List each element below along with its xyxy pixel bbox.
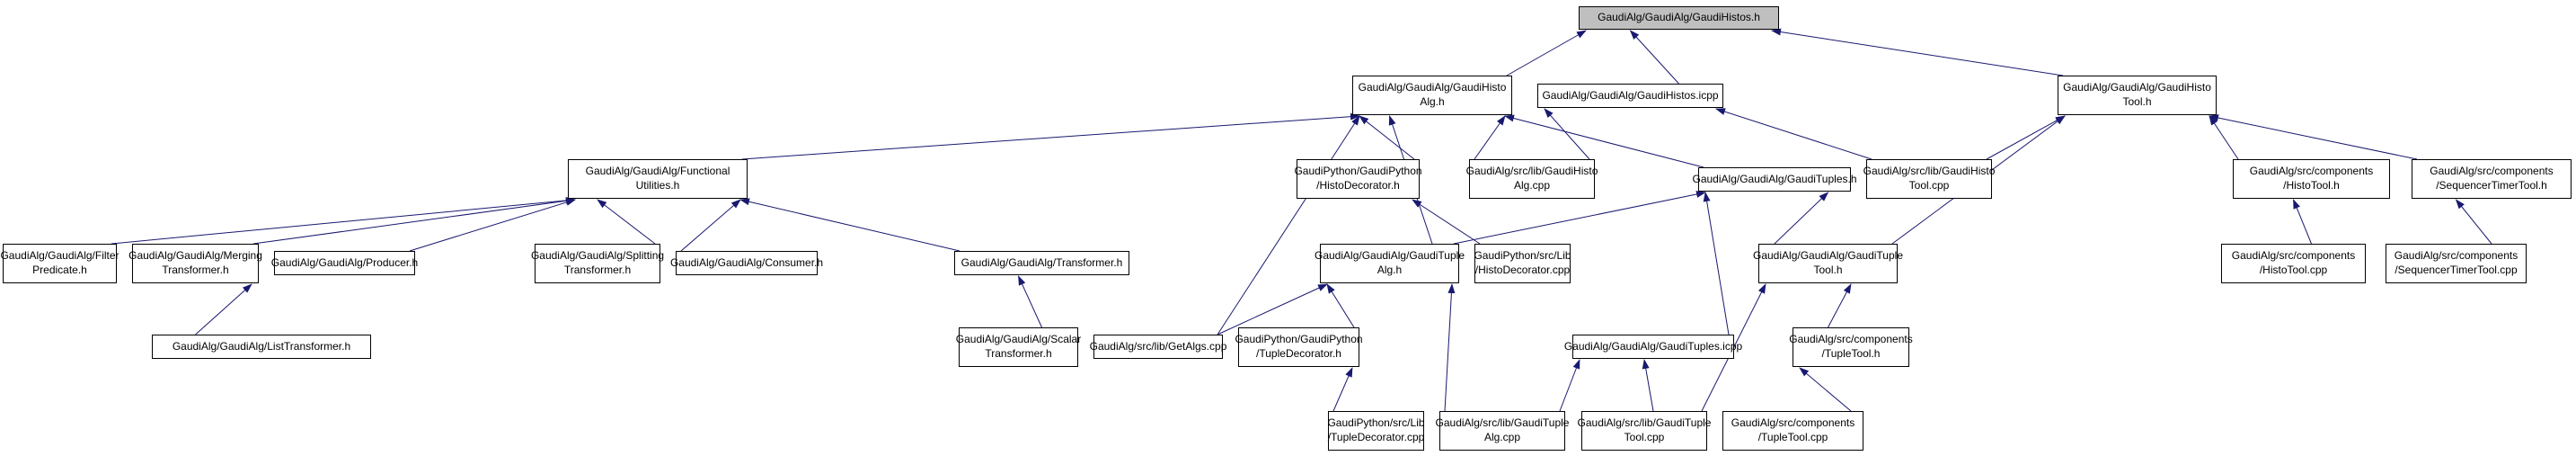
- edge-N6-N2: [1544, 108, 1590, 160]
- graph-node-N12[interactable]: GaudiAlg/GaudiAlg/Merging Transformer.h: [128, 244, 262, 283]
- graph-node-N26[interactable]: GaudiAlg/GaudiAlg/GaudiTuples.icpp: [1564, 335, 1742, 359]
- graph-node-N25[interactable]: GaudiPython/GaudiPython /TupleDecorator.…: [1235, 327, 1363, 367]
- edge-N5-N1: [1359, 115, 1415, 160]
- graph-node-N21[interactable]: GaudiAlg/src/components /SequencerTimerT…: [2386, 244, 2527, 283]
- edge-N9-N3: [2209, 115, 2239, 160]
- edge-N19-N7: [1774, 192, 1829, 245]
- edge-N26-N7: [1703, 192, 1730, 335]
- graph-node-N3[interactable]: GaudiAlg/GaudiAlg/GaudiHisto Tool.h: [2058, 76, 2217, 115]
- edge-N20-N9: [2293, 199, 2312, 245]
- graph-node-N6[interactable]: GaudiAlg/src/lib/GaudiHisto Alg.cpp: [1466, 159, 1598, 199]
- edge-N30-N26: [1642, 359, 1654, 412]
- edge-N2-N0: [1629, 30, 1679, 85]
- graph-node-N14[interactable]: GaudiAlg/GaudiAlg/Splitting Transformer.…: [531, 244, 664, 283]
- edge-N12-N4: [252, 197, 576, 245]
- edge-N29-N26: [1559, 359, 1580, 412]
- graph-node-N13[interactable]: GaudiAlg/GaudiAlg/Producer.h: [271, 251, 418, 275]
- graph-node-N5[interactable]: GaudiPython/GaudiPython /HistoDecorator.…: [1294, 159, 1422, 199]
- edge-N1-N0: [1506, 30, 1587, 76]
- graph-node-N2[interactable]: GaudiAlg/GaudiAlg/GaudiHistos.icpp: [1537, 84, 1723, 108]
- edge-N17-N7: [1453, 191, 1706, 245]
- edge-N6-N1: [1474, 115, 1506, 160]
- graph-node-N17[interactable]: GaudiAlg/GaudiAlg/GaudiTuple Alg.h: [1315, 244, 1465, 283]
- edge-N27-N19: [1828, 283, 1852, 328]
- graph-node-N11[interactable]: GaudiAlg/GaudiAlg/Filter Predicate.h: [0, 244, 120, 283]
- edge-N24-N1: [1217, 115, 1360, 335]
- graph-node-N23[interactable]: GaudiAlg/GaudiAlg/Scalar Transformer.h: [956, 327, 1081, 367]
- graph-node-N18[interactable]: GaudiPython/src/Lib /HistoDecorator.cpp: [1474, 244, 1571, 283]
- graph-node-N30[interactable]: GaudiAlg/src/lib/GaudiTuple Tool.cpp: [1578, 411, 1711, 451]
- graph-node-N20[interactable]: GaudiAlg/src/components /HistoTool.cpp: [2221, 244, 2366, 283]
- edge-N14-N4: [597, 199, 656, 245]
- graph-node-N1[interactable]: GaudiAlg/GaudiAlg/GaudiHisto Alg.h: [1352, 76, 1512, 115]
- edge-N18-N5: [1412, 199, 1481, 245]
- edge-N16-N4: [739, 198, 960, 252]
- edge-N11-N4: [111, 196, 576, 245]
- graph-node-N29[interactable]: GaudiAlg/src/lib/GaudiTuple Alg.cpp: [1436, 411, 1569, 451]
- edge-N29-N17: [1444, 283, 1456, 412]
- graph-node-N16[interactable]: GaudiAlg/GaudiAlg/Transformer.h: [954, 251, 1129, 275]
- graph-node-N4[interactable]: GaudiAlg/GaudiAlg/Functional Utilities.h: [568, 159, 748, 199]
- graph-node-N19[interactable]: GaudiAlg/GaudiAlg/GaudiTuple Tool.h: [1753, 244, 1903, 283]
- edge-N23-N16: [1018, 275, 1042, 328]
- edge-N10-N3: [2209, 114, 2418, 160]
- graph-node-N8[interactable]: GaudiAlg/src/lib/GaudiHisto Tool.cpp: [1863, 159, 1995, 199]
- graph-node-N10[interactable]: GaudiAlg/src/components /SequencerTimerT…: [2412, 159, 2572, 199]
- edge-N8-N3: [1986, 115, 2066, 160]
- edge-N28-N25: [1332, 367, 1353, 412]
- graph-node-N24[interactable]: GaudiAlg/src/lib/GetAlgs.cpp: [1090, 335, 1226, 359]
- edge-N3-N0: [1771, 28, 2064, 76]
- graph-node-N0[interactable]: GaudiAlg/GaudiAlg/GaudiHistos.h: [1579, 6, 1779, 30]
- graph-node-N7[interactable]: GaudiAlg/GaudiAlg/GaudiTuples.h: [1693, 167, 1857, 192]
- graph-node-N28[interactable]: GaudiPython/src/Lib /TupleDecorator.cpp: [1327, 411, 1425, 451]
- graph-node-N15[interactable]: GaudiAlg/GaudiAlg/Consumer.h: [670, 251, 823, 275]
- edge-N15-N4: [680, 199, 741, 252]
- graph-node-N31[interactable]: GaudiAlg/src/components /TupleTool.cpp: [1722, 411, 1863, 451]
- graph-node-N22[interactable]: GaudiAlg/GaudiAlg/ListTransformer.h: [152, 335, 371, 359]
- edge-N31-N27: [1799, 367, 1852, 412]
- edge-N25-N17: [1326, 283, 1355, 328]
- edge-N21-N10: [2455, 199, 2492, 245]
- edge-N4-N1: [741, 112, 1360, 160]
- graph-node-N27[interactable]: GaudiAlg/src/components /TupleTool.h: [1789, 327, 1913, 367]
- edge-N22-N12: [195, 283, 252, 335]
- edge-N8-N2: [1715, 108, 1872, 160]
- graph-node-N9[interactable]: GaudiAlg/src/components /HistoTool.h: [2233, 159, 2390, 199]
